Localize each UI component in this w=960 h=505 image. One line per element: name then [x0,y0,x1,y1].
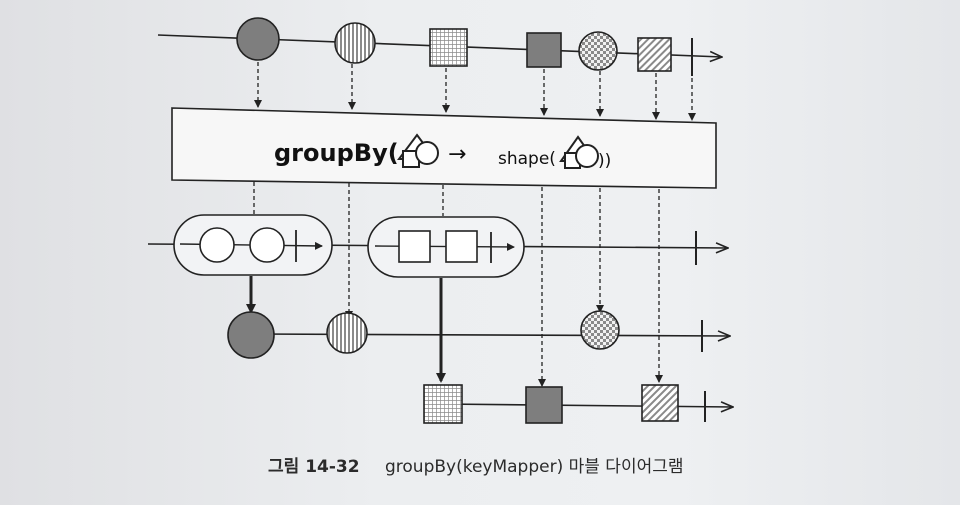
square-output-item-2 [525,386,563,424]
key-function-label: shape( [498,149,556,169]
circle-output-item-3 [580,310,620,350]
group-square-item [398,230,431,263]
source-item-5 [578,31,618,71]
input-arrows [254,62,696,121]
shape-icon [397,133,439,168]
source-item-6 [637,37,672,72]
shape-icon [559,135,599,169]
circle-output-item-1 [227,311,275,359]
source-item-4 [526,32,562,68]
groups-timeline [147,214,728,278]
operator-name: groupBy( [274,139,399,167]
group-square-item [445,230,478,263]
square-output-item-3 [641,384,679,422]
figure-caption: 그림 14-32 groupBy(keyMapper) 마블 다이어그램 [268,452,684,477]
square-output-item-1 [423,384,463,424]
group-circle-item [199,227,235,263]
circle-group-line [251,334,730,336]
operator-box: groupBy( → shape( )) [171,107,717,189]
source-timeline [157,17,722,76]
group-circle [173,214,333,276]
figure-title: groupBy(keyMapper) 마블 다이어그램 [384,457,684,477]
output-arrows [253,182,663,387]
operator-arrow: → [448,142,466,167]
source-item-2 [334,22,376,64]
square-group-line [440,404,733,407]
circle-group-timeline [227,310,730,359]
group-circle-item [249,227,285,263]
operator-close: )) [598,151,611,171]
circle-output-item-2 [326,312,368,354]
source-item-3 [429,28,468,67]
group-square [367,216,525,278]
operator-box-frame [171,107,717,189]
square-group-timeline [423,384,733,424]
figure-number: 그림 14-32 [268,457,360,477]
source-item-1 [236,17,280,61]
